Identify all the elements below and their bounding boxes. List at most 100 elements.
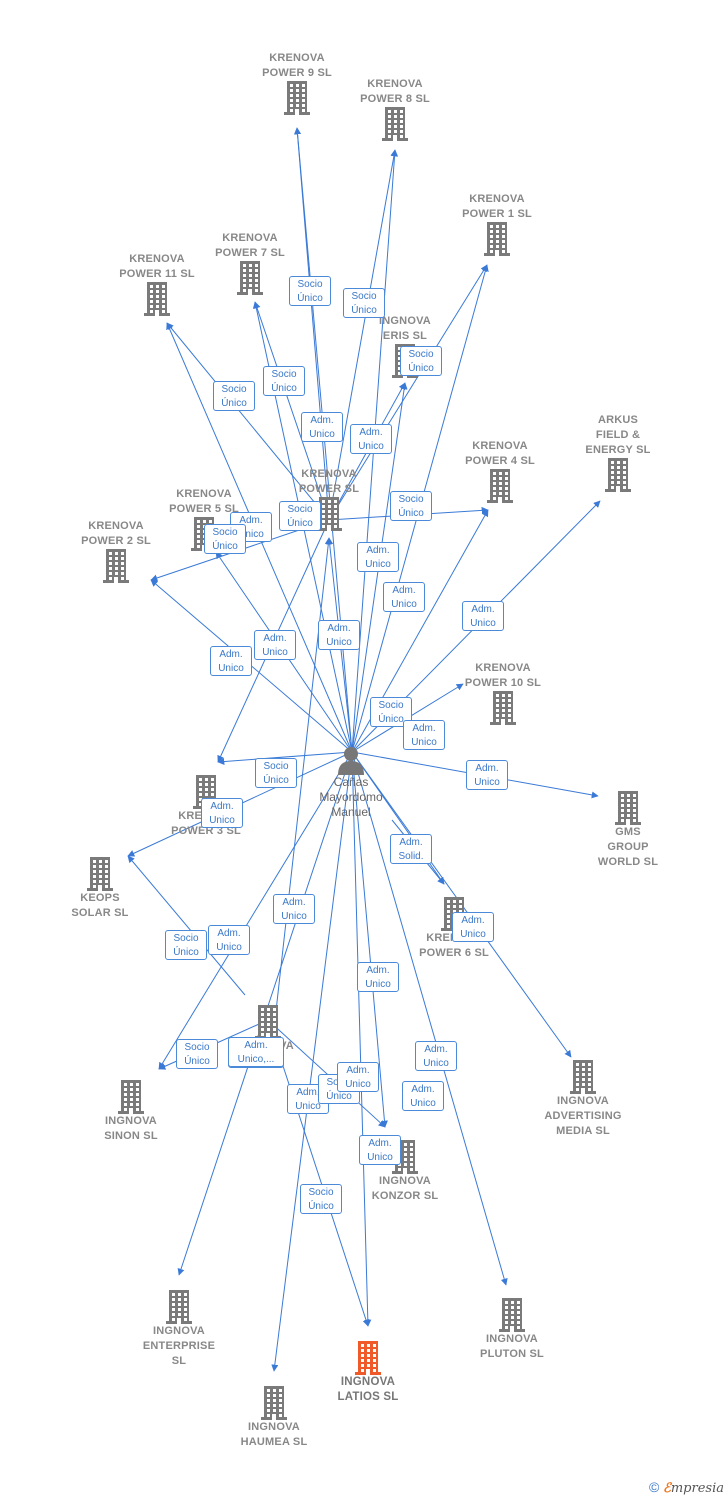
building-icon [382,107,408,141]
relation-label[interactable]: Socio Único [289,276,331,306]
relation-label[interactable]: Socio Único [204,524,246,554]
company-name: KRENOVA POWER 6 SL [419,932,489,959]
building-icon [144,282,170,316]
building-icon [87,857,113,891]
company-node-p9[interactable]: KRENOVA POWER 9 SL [242,51,352,115]
relation-label[interactable]: Socio Único [165,930,207,960]
copyright-symbol: © [649,1479,660,1495]
relation-label[interactable]: Adm. Unico [350,424,392,454]
building-icon [605,458,631,492]
company-name: ARKUS FIELD & ENERGY SL [585,414,651,456]
building-icon [615,791,641,825]
relation-label[interactable]: Socio Único [343,288,385,318]
building-icon [355,1341,381,1375]
company-name: KRENOVA POWER 10 SL [464,662,542,689]
relation-label[interactable]: Adm. Unico [208,925,250,955]
company-node-gms[interactable]: GMS GROUP WORLD SL [573,791,683,870]
relation-label[interactable]: Adm. Unico [318,620,360,650]
company-node-p7[interactable]: KRENOVA POWER 7 SL [195,231,305,295]
company-node-p8[interactable]: KRENOVA POWER 8 SL [340,77,450,141]
relation-label[interactable]: Adm. Unico [273,894,315,924]
building-icon [490,691,516,725]
edge-20 [351,751,372,1327]
company-name: INGNOVA KONZOR SL [371,1175,439,1202]
relation-label[interactable]: Adm. Unico [201,798,243,828]
company-name: KRENOVA POWER 7 SL [215,232,285,259]
relation-label[interactable]: Socio Único [263,366,305,396]
company-name: INGNOVA ADVERTISING MEDIA SL [544,1095,622,1137]
company-node-p10[interactable]: KRENOVA POWER 10 SL [448,661,558,725]
edge-17 [351,751,388,1128]
relation-label[interactable]: Socio Único [176,1039,218,1069]
building-icon [570,1060,596,1094]
company-node-adv[interactable]: INGNOVA ADVERTISING MEDIA SL [528,1060,638,1139]
relation-label[interactable]: Adm. Unico [462,601,504,631]
edge-33 [267,1019,370,1327]
company-node-p2[interactable]: KRENOVA POWER 2 SL [61,519,171,583]
relation-label[interactable]: Adm. Unico [254,630,296,660]
building-icon [255,1005,281,1039]
relation-label[interactable]: Adm. Unico [402,1081,444,1111]
brand-logo: ℰmpresia [662,1481,724,1496]
company-node-sinon[interactable]: INGNOVA SINON SL [76,1080,186,1144]
building-icon [316,497,342,531]
relation-label[interactable]: Adm. Unico [359,1135,401,1165]
company-node-enterprise[interactable]: INGNOVA ENTERPRISE SL [124,1290,234,1369]
edge-23 [328,149,398,521]
person-name: Cañas Mayordomo Manuel [319,775,383,819]
company-name: INGNOVA ERIS SL [379,315,431,342]
building-icon [499,1298,525,1332]
company-node-pluton[interactable]: INGNOVA PLUTON SL [457,1298,567,1362]
company-name: KRENOVA POWER 2 SL [81,520,151,547]
edge-22 [294,127,330,521]
edge-24 [328,264,488,521]
company-name: KRENOVA POWER SL [298,468,360,495]
relation-label[interactable]: Adm. Unico [403,720,445,750]
company-name: INGNOVA PLUTON SL [480,1333,544,1360]
relation-label[interactable]: Socio Único [279,501,321,531]
building-icon [166,1290,192,1324]
building-icon [284,81,310,115]
relation-label[interactable]: Adm. Solid. [390,834,432,864]
relation-label[interactable]: Adm. Unico [357,542,399,572]
company-name: INGNOVA LATIOS SL [337,1376,399,1403]
building-icon [484,222,510,256]
company-name: KEOPS SOLAR SL [71,892,129,919]
relation-label[interactable]: Adm. Unico,... [228,1037,284,1067]
company-node-p1[interactable]: KRENOVA POWER 1 SL [442,192,552,256]
relation-label[interactable]: Adm. Unico [301,412,343,442]
relation-label[interactable]: Socio Único [300,1184,342,1214]
company-name: KRENOVA POWER 1 SL [462,193,532,220]
company-name: KRENOVA POWER 11 SL [119,253,195,280]
edge-34 [127,855,246,996]
relation-label[interactable]: Socio Único [390,491,432,521]
company-name: INGNOVA SINON SL [104,1115,158,1142]
company-node-pw[interactable]: KRENOVA POWER SL [274,467,384,531]
relation-label[interactable]: Socio Único [400,346,442,376]
relation-label[interactable]: Adm. Unico [337,1062,379,1092]
edge-32 [267,1019,386,1128]
edge-19 [351,751,508,1286]
relation-label[interactable]: Adm. Unico [415,1041,457,1071]
edge-16 [158,751,353,1070]
edge-26 [166,322,330,521]
relation-label[interactable]: Adm. Unico [466,760,508,790]
company-node-p11[interactable]: KRENOVA POWER 11 SL [102,252,212,316]
edge-37 [274,537,332,1021]
person-node[interactable]: Cañas Mayordomo Manuel [296,745,406,820]
company-node-haumea[interactable]: INGNOVA HAUMEA SL [219,1386,329,1450]
relation-label[interactable]: Adm. Unico [357,962,399,992]
company-node-keops[interactable]: KEOPS SOLAR SL [45,857,155,921]
company-node-latios[interactable]: INGNOVA LATIOS SL [313,1341,423,1405]
edge-11 [217,751,353,766]
relation-label[interactable]: Socio Único [213,381,255,411]
company-node-arkus[interactable]: ARKUS FIELD & ENERGY SL [563,413,673,492]
company-name: GMS GROUP WORLD SL [597,826,659,868]
company-name: INGNOVA HAUMEA SL [240,1421,308,1448]
company-node-p4[interactable]: KRENOVA POWER 4 SL [445,439,555,503]
relation-label[interactable]: Adm. Unico [452,912,494,942]
relation-label[interactable]: Adm. Unico [210,646,252,676]
relation-label[interactable]: Adm. Unico [383,582,425,612]
company-name: KRENOVA POWER 9 SL [262,52,332,79]
relation-label[interactable]: Socio Único [255,758,297,788]
